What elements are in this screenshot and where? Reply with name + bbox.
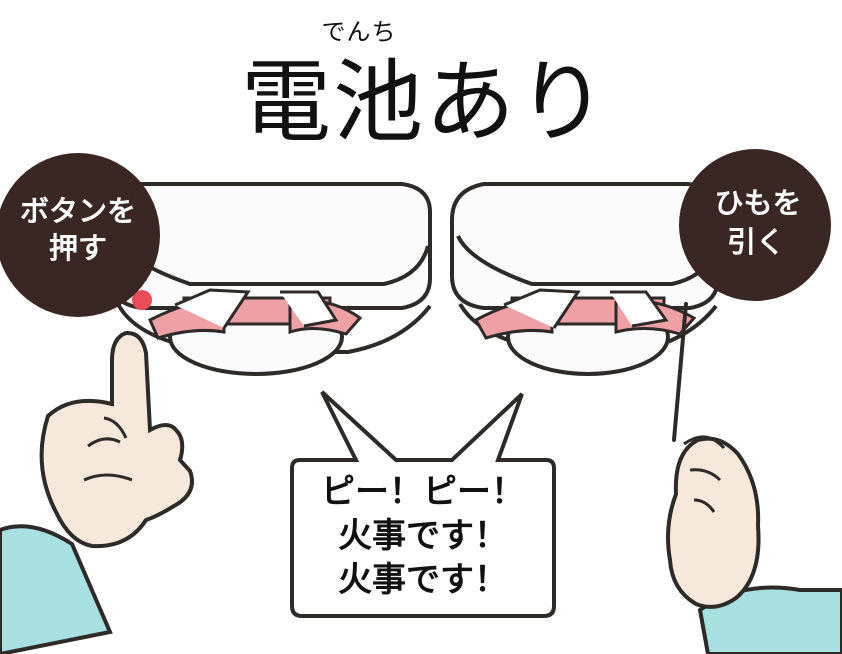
bubble-line2: 火事です！ <box>338 516 508 556</box>
right-instruction-badge: ひもを 引く <box>679 149 831 301</box>
right-smoke-detector <box>450 182 720 442</box>
left-instruction-badge: ボタンを 押す <box>0 153 160 317</box>
bubble-line3: 火事です！ <box>338 560 508 600</box>
left-badge-line2: 押す <box>49 231 107 265</box>
title-ruby: でんち <box>321 18 397 46</box>
page-title: 電池あり <box>241 50 609 155</box>
left-badge-line1: ボタンを <box>20 194 136 228</box>
left-hand-pressing-button <box>0 330 194 654</box>
alarm-speech-bubble: ピー！ピー！ 火事です！ 火事です！ <box>290 390 556 618</box>
alarm-test-button-icon <box>132 290 152 310</box>
bubble-line1: ピー！ピー！ <box>321 472 525 512</box>
right-badge-line1: ひもを <box>714 186 801 220</box>
left-smoke-detector <box>108 182 432 376</box>
pull-string <box>672 302 688 442</box>
title-area: でんち 電池あり <box>0 0 842 170</box>
right-badge-line2: 引く <box>727 225 785 259</box>
right-hand-pulling-string <box>666 435 842 654</box>
